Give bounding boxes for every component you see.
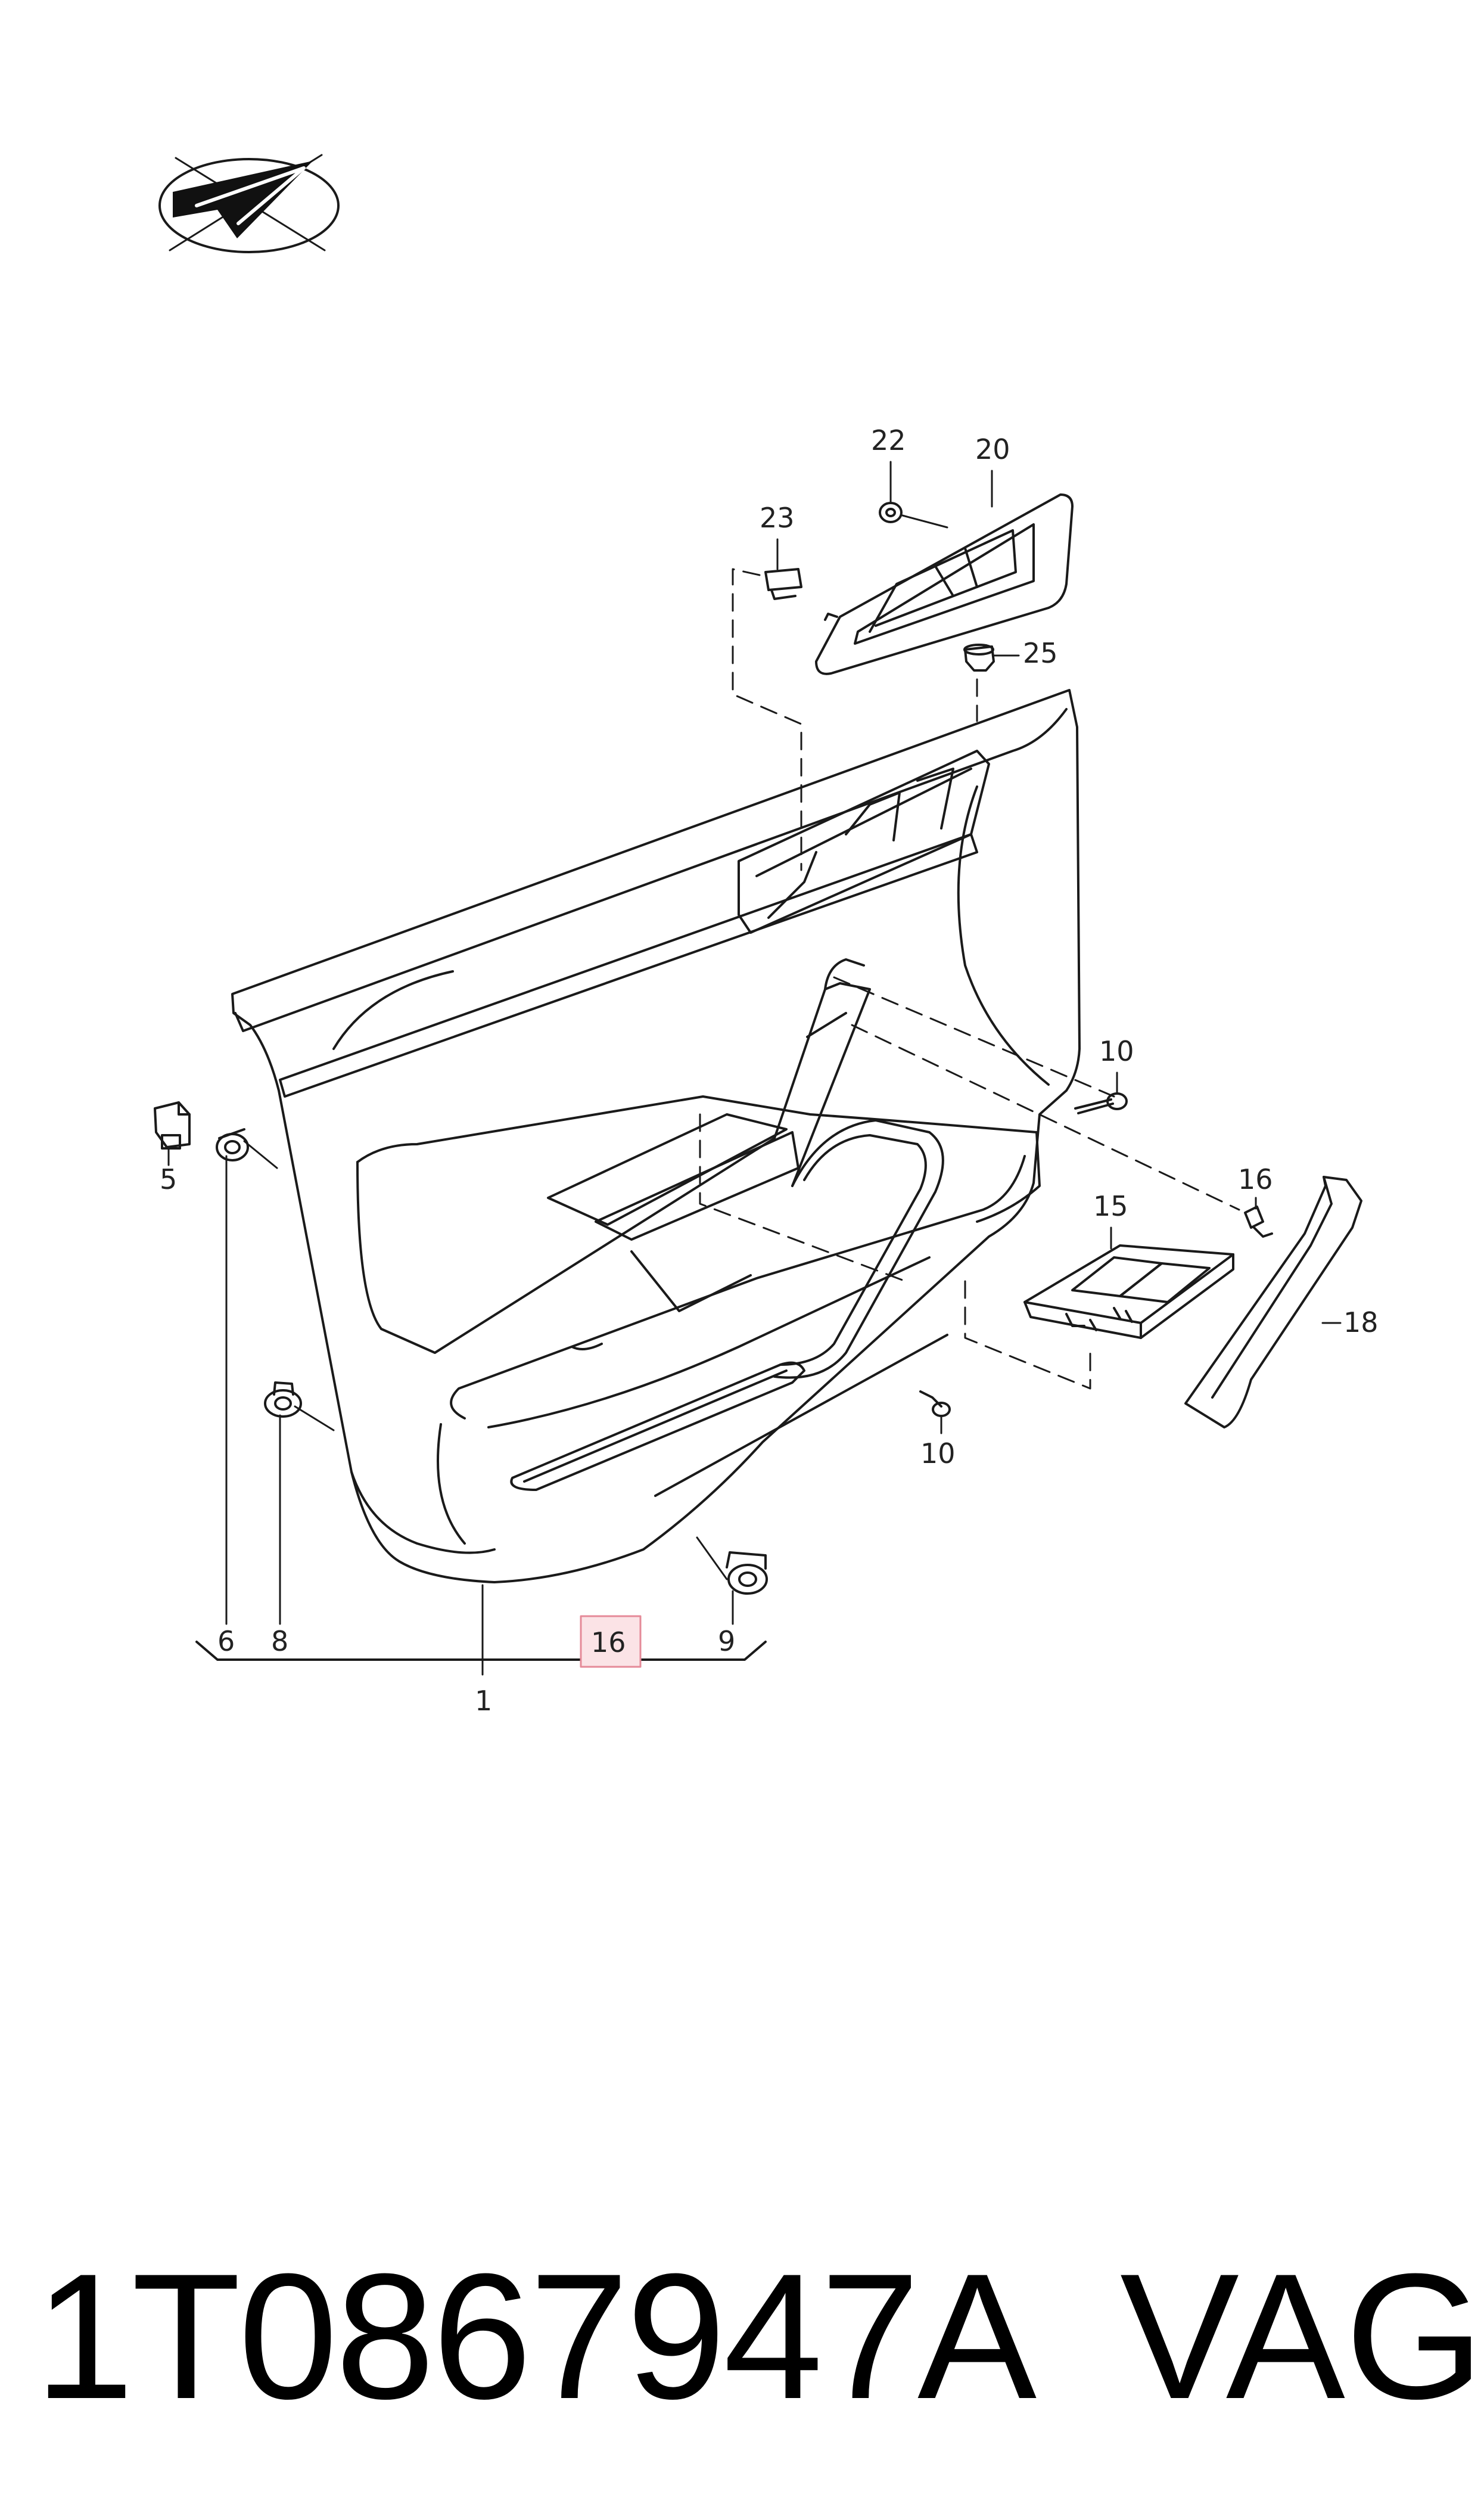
callout-10-lower: 10 — [920, 1437, 956, 1470]
callout-labels: 22 20 23 25 10 5 16 15 18 10 6 8 9 1 — [160, 424, 1379, 1717]
callout-5: 5 — [160, 1163, 177, 1195]
callout-15: 15 — [1093, 1190, 1128, 1222]
callout-8: 8 — [271, 1625, 288, 1657]
clip-5 — [154, 1101, 191, 1150]
clip-16 — [1244, 1206, 1273, 1238]
brand-name: VAG — [1120, 2236, 1484, 2436]
assembly-dashed-lines — [699, 568, 1240, 1390]
clip-6 — [216, 1128, 249, 1161]
clip-25 — [963, 644, 995, 672]
trim-strip — [1184, 1176, 1362, 1428]
screw-10-upper — [1074, 1092, 1128, 1114]
callout-10-upper: 10 — [1099, 1035, 1134, 1067]
callout-25: 25 — [1023, 637, 1058, 669]
clip-23 — [764, 568, 802, 600]
door-trim-panel — [231, 689, 1081, 1583]
part-number: 1T0867947A — [35, 2236, 1037, 2436]
highlighted-callout-16-label: 16 — [591, 1626, 626, 1658]
callout-20: 20 — [975, 433, 1010, 465]
callout-1: 1 — [475, 1685, 492, 1717]
callout-6: 6 — [217, 1625, 235, 1657]
highlighted-callout-16[interactable]: 16 — [580, 1615, 642, 1668]
clip-9 — [726, 1551, 768, 1595]
callout-23: 23 — [760, 502, 795, 534]
brand-logo-icon — [158, 154, 340, 253]
clip-8 — [264, 1381, 302, 1418]
callout-16-clip: 16 — [1238, 1163, 1273, 1195]
inner-handle-bezel — [815, 493, 1074, 675]
clip-22 — [879, 502, 903, 523]
window-switch-module — [1023, 1244, 1234, 1339]
callout-22: 22 — [871, 424, 906, 456]
leader-lines — [167, 461, 1342, 1676]
screw-10-lower — [919, 1390, 951, 1417]
callout-18: 18 — [1343, 1306, 1379, 1338]
callout-9: 9 — [718, 1625, 735, 1657]
